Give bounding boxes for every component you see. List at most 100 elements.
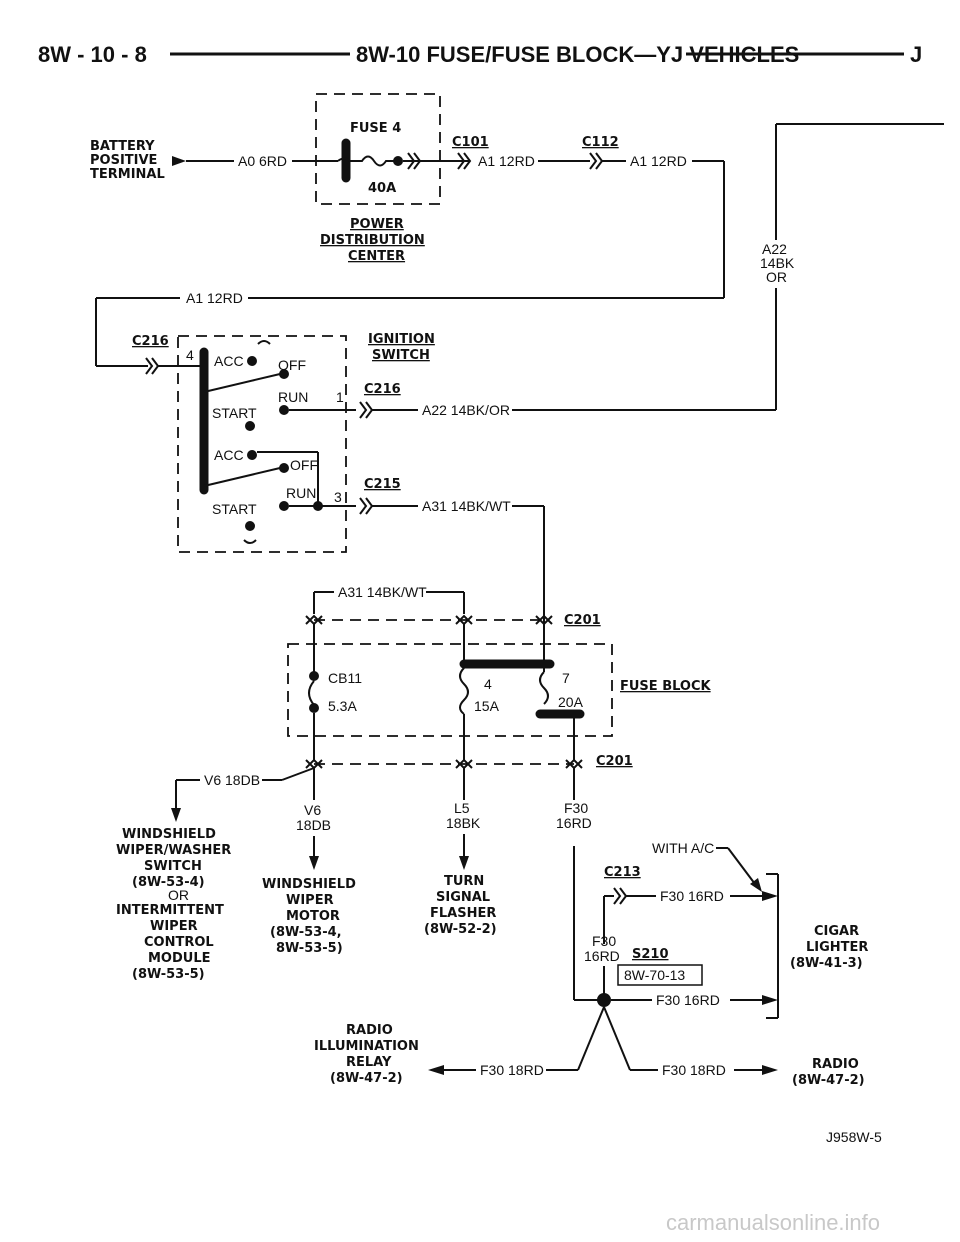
wire-v6-branch [281,767,315,781]
splice-ref: 8W-70-13 [624,967,685,983]
wiper-switch-line-9: MODULE [148,951,211,966]
ignition-key-icon [257,340,271,345]
fuse-4-element-icon [459,667,469,715]
switch-blade-2 [203,467,281,487]
outputs: V6 18DB WINDSHIELD WIPER/WASHER SWITCH (… [116,767,868,1088]
arrow-relay-icon [428,1065,444,1075]
page-number: 8W - 10 - 8 [38,42,147,67]
connector-chevron-icon [457,152,472,170]
contact-run-1 [279,405,289,415]
contact-run-2 [279,501,289,511]
wiper-motor-line-1: WINDSHIELD [262,877,356,892]
wire-f30-relay-label: F30 18RD [480,1062,544,1078]
wiper-motor-line-3: MOTOR [286,909,340,924]
ignition-switch-box [177,335,347,553]
wire-v6-side-label: V6 18DB [204,772,260,788]
fuse-4-rating: 40A [368,181,396,196]
cb11-terminal-top [309,671,319,681]
battery-label-line-1: BATTERY [90,139,155,154]
relay-line-4: (8W-47-2) [330,1071,403,1086]
v6-label-line-1: V6 [304,802,321,818]
radio-line-1: RADIO [812,1057,859,1072]
connector-c216-out: C216 [364,382,401,397]
connector-c213: C213 [604,865,641,880]
cb11-rating: 5.3A [328,698,357,714]
wire-a31-label-2: A31 14BK/WT [338,584,427,600]
cb11-label: CB11 [328,670,362,686]
arrow-cigar-1-icon [762,891,778,901]
contact-start-1 [245,421,255,431]
connector-c201-top: C201 [564,613,601,628]
connector-c112-icon [589,152,604,170]
arrow-turn-flasher-icon [459,856,469,870]
switch-blade-1 [203,373,281,393]
wire-ac-diagonal [727,847,759,889]
pdc-name-line-2: DISTRIBUTION [320,233,425,248]
pdc-box [315,93,441,205]
f30-label-line-1: F30 [564,800,588,816]
turn-line-2: SIGNAL [436,890,490,905]
arrow-wiper-switch-icon [171,808,181,822]
arrow-wiper-motor-icon [309,856,319,870]
a22-label-line-1: A22 [762,241,787,257]
a22-label-line-2: 14BK [760,255,795,271]
contact-off-2 [279,463,289,473]
page-header: 8W - 10 - 8 8W-10 FUSE/FUSE BLOCK—YJ VEH… [38,42,922,67]
fuse-block-box [287,643,613,737]
position-off-1: OFF [278,357,306,373]
connector-c201-bottom: C201 [596,754,633,769]
wire-a1-label-2: A1 12RD [630,153,687,169]
battery-label-line-2: POSITIVE [90,153,157,168]
wiper-switch-line-1: WINDSHIELD [122,827,216,842]
wire-a22-label: A22 14BK/OR [422,402,510,418]
contact-acc-1 [247,356,257,366]
position-acc-1: ACC [214,353,244,369]
cb11-terminal-bottom [309,703,319,713]
contact-start-2 [245,521,255,531]
connector-c213-icon [613,887,628,905]
f30-label-line-2: 16RD [556,815,592,831]
position-off-2: OFF [290,457,318,473]
wire-splice-to-relay [577,1006,605,1071]
wiper-motor-line-2: WIPER [286,893,334,908]
fuse-7-element-icon [539,671,549,705]
relay-line-1: RADIO [346,1023,393,1038]
wire-a31-label: A31 14BK/WT [422,498,511,514]
cigar-line-1: CIGAR [814,924,859,939]
connector-c101-icon [407,152,422,170]
splice-ref-box [617,964,703,986]
cigar-line-3: (8W-41-3) [790,956,863,971]
relay-line-3: RELAY [346,1055,392,1070]
with-ac-label: WITH A/C [652,840,714,856]
fuse-block: A31 14BK/WT C201 FUSE BLOCK CB11 5.3A 4 … [287,584,712,770]
figure-id: J958W-5 [826,1129,882,1145]
fuse-4-number: 4 [484,676,492,692]
ignition-pin-4: 4 [186,347,194,363]
cigar-line-2: LIGHTER [806,940,868,955]
wire-splice-to-radio [603,1006,631,1071]
position-run-2: RUN [286,485,316,501]
wire-f30-radio-label: F30 18RD [662,1062,726,1078]
connector-c215-icon [359,497,374,515]
wiper-switch-line-5: OR [168,887,189,903]
ignition-pin-3: 3 [334,489,342,505]
radio-line-2: (8W-47-2) [792,1073,865,1088]
wire-a1-label-3: A1 12RD [186,290,243,306]
wire-f30-c213-label: F30 16RD [660,888,724,904]
arrow-radio-icon [762,1065,778,1075]
ignition-switch: C216 4 IGNITION SWITCH ACC OFF RUN 1 STA… [132,332,776,664]
connector-c215: C215 [364,477,401,492]
splice-dot [597,993,611,1007]
pdc-name-line-1: POWER [350,217,404,232]
wiper-switch-line-10: (8W-53-5) [132,967,205,982]
fuse-4-rating-fb: 15A [474,698,500,714]
wiper-switch-line-6: INTERMITTENT [116,903,224,918]
wiper-switch-line-7: WIPER [150,919,198,934]
position-start-1: START [212,405,257,421]
ignition-title-line-2: SWITCH [372,348,430,363]
fuse-element-icon [350,155,396,167]
section-letter: J [910,42,922,67]
position-start-2: START [212,501,257,517]
l5-label-line-1: L5 [454,800,470,816]
battery-label-line-3: TERMINAL [90,167,165,182]
